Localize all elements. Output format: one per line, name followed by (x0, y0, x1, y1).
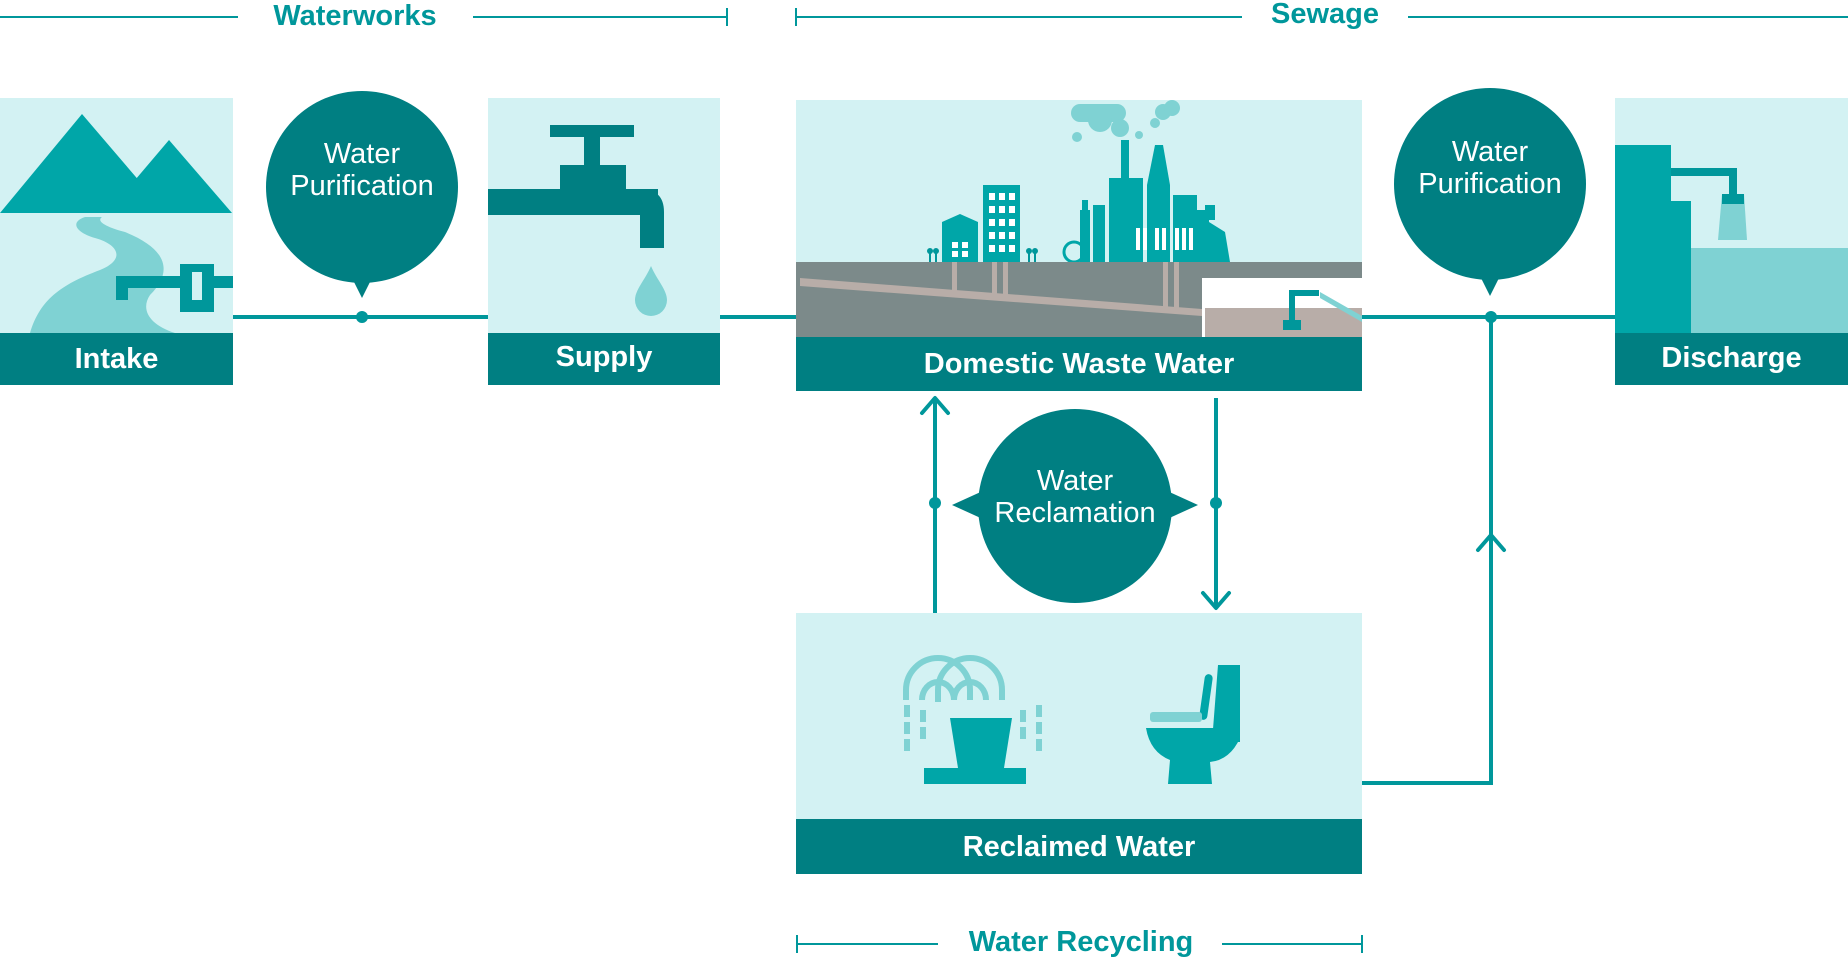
fountain-icon (903, 655, 1042, 784)
intake-panel (0, 98, 233, 385)
apartment-icon (983, 185, 1020, 262)
stage-label-domestic-waste-water: Domestic Waste Water (923, 348, 1235, 380)
domestic-waste-water-panel (796, 100, 1362, 391)
section-label-sewage: Sewage (1250, 0, 1400, 29)
process-label-reclamation: Water Reclamation (985, 465, 1165, 529)
reclamation-bubble (952, 409, 1198, 603)
flow-arrowheads (920, 396, 1506, 610)
sewage-bracket (795, 8, 1848, 26)
section-label-water-recycling: Water Recycling (946, 928, 1216, 957)
process-label-purification-2-line-2: Purification (1418, 168, 1562, 200)
flow-junction-dots (356, 311, 1497, 509)
purification-bubble-1 (266, 91, 458, 298)
reclaimed-water-panel (796, 613, 1362, 874)
process-label-purification-1-line-2: Purification (290, 170, 434, 202)
process-label-purification-2: Water Purification (1400, 136, 1580, 200)
process-label-purification-1-line-1: Water (323, 138, 401, 170)
stage-label-supply: Supply (555, 341, 653, 373)
factory-icon (1062, 140, 1230, 264)
stage-label-discharge: Discharge (1661, 342, 1802, 374)
stage-label-intake: Intake (74, 343, 159, 375)
tank-icon (1615, 145, 1671, 201)
process-label-reclamation-line-2: Reclamation (994, 497, 1156, 529)
process-label-purification-1: Water Purification (272, 138, 452, 202)
toilet-icon (1146, 665, 1240, 784)
mountain-icon (0, 114, 170, 213)
discharge-panel (1615, 98, 1848, 385)
house-icon (942, 214, 978, 262)
valve-icon (116, 264, 233, 312)
process-label-purification-2-line-1: Water (1451, 136, 1529, 168)
smoke-icon (1071, 100, 1180, 142)
water-recycling-bracket (796, 935, 1363, 953)
waterworks-bracket (0, 8, 728, 26)
outfall-icon (1283, 290, 1319, 330)
process-label-reclamation-line-1: Water (1036, 465, 1114, 497)
water-drop-icon (635, 266, 667, 316)
supply-panel (488, 98, 720, 385)
stage-label-reclaimed-water: Reclaimed Water (962, 831, 1196, 863)
faucet-icon (488, 125, 664, 248)
section-label-waterworks: Waterworks (244, 2, 466, 31)
river-icon (30, 217, 175, 333)
purification-bubble-2 (1394, 88, 1586, 296)
